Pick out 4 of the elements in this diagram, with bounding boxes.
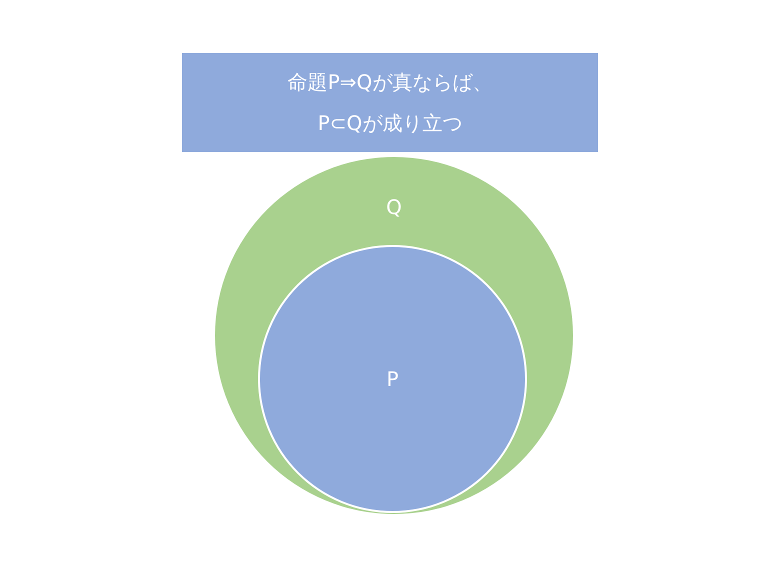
set-label: Q: [386, 195, 402, 219]
set-label: P: [386, 367, 399, 391]
statement-box: [182, 53, 598, 152]
statement-text: 命題P⇒Qが真ならば、P⊂Qが成り立つ: [286, 68, 494, 136]
